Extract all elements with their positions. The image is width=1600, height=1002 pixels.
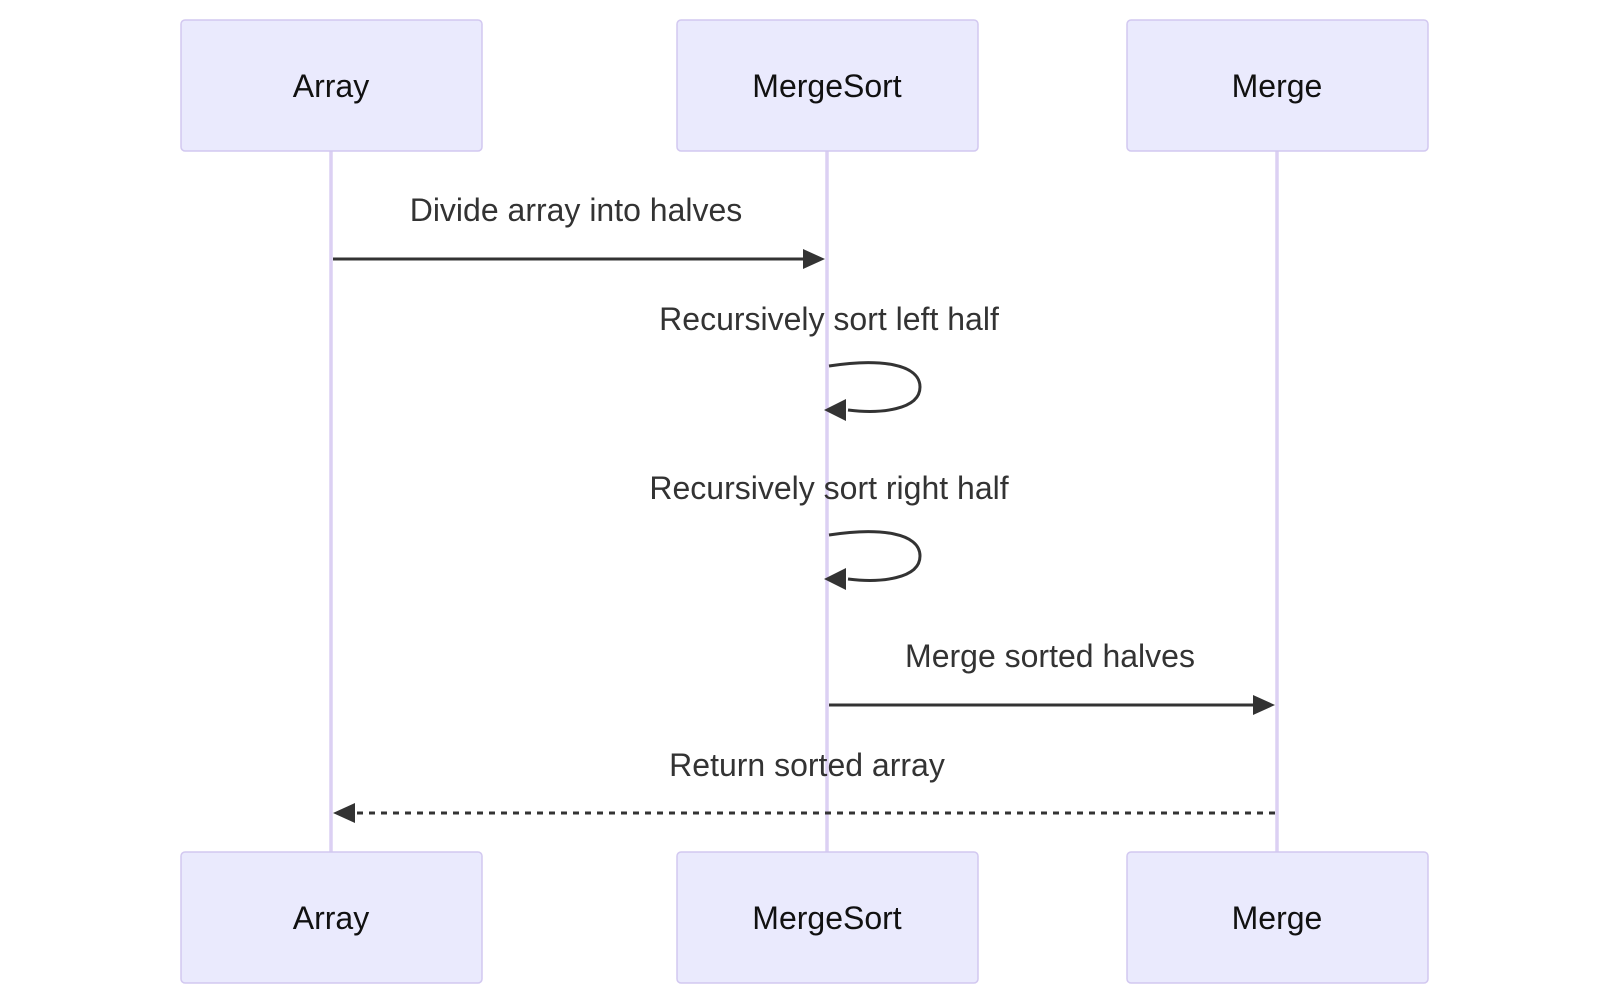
- message-4-label: Merge sorted halves: [905, 638, 1195, 674]
- actor-bottom-merge-label: Merge: [1232, 900, 1323, 936]
- message-1-arrowhead: [803, 249, 825, 269]
- actor-bottom-mergesort: MergeSort: [676, 851, 979, 984]
- message-2-loop: [828, 361, 922, 413]
- message-2-label: Recursively sort left half: [659, 301, 999, 337]
- actor-top-array-label: Array: [293, 68, 369, 104]
- message-1-label: Divide array into halves: [410, 192, 743, 228]
- message-5-label: Return sorted array: [669, 747, 945, 783]
- actor-bottom-array: Array: [180, 851, 483, 984]
- actor-bottom-array-label: Array: [293, 900, 369, 936]
- actor-top-mergesort-label: MergeSort: [752, 68, 902, 104]
- actor-top-merge: Merge: [1126, 19, 1429, 152]
- message-2-arrowhead: [824, 399, 846, 421]
- actor-bottom-merge: Merge: [1126, 851, 1429, 984]
- message-4-arrowhead: [1253, 695, 1275, 715]
- actor-bottom-mergesort-label: MergeSort: [752, 900, 902, 936]
- actor-top-mergesort: MergeSort: [676, 19, 979, 152]
- message-3-arrowhead: [824, 568, 846, 590]
- actor-top-merge-label: Merge: [1232, 68, 1323, 104]
- message-3-label: Recursively sort right half: [649, 470, 1008, 506]
- actor-top-array: Array: [180, 19, 483, 152]
- message-3-loop: [828, 530, 922, 582]
- message-5-arrowhead: [333, 803, 355, 823]
